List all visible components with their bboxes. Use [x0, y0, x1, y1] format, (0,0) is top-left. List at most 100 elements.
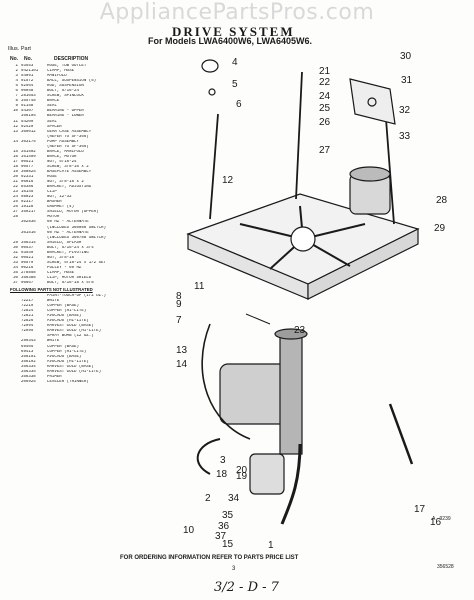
illus-no: 25: [13, 200, 18, 205]
illus-no: 4: [15, 79, 18, 84]
part-description: BEARING - UPPER: [47, 109, 84, 114]
part-no: 90537: [21, 245, 34, 250]
part-description: SCREW, SPINLOCK: [47, 94, 84, 99]
illus-no: 23: [13, 190, 18, 195]
callout-label: 26: [319, 117, 331, 128]
pivoting-bracket: [349, 78, 396, 125]
part-description: CLIP, MOTOR SHIELD: [47, 275, 92, 280]
part-no: 85386: [21, 185, 34, 190]
parts-row: (INCLUDES 360788 SWITCH): [6, 236, 184, 241]
watermark: AppliancePartsPros.com: [99, 0, 375, 25]
part-no: 92331: [21, 175, 34, 180]
part-no: 19128: [21, 205, 34, 210]
part-no: 93549: [21, 250, 34, 255]
part-no: 69413: [21, 349, 34, 354]
illus-no: 21: [13, 180, 18, 185]
part-description: BASEPLATE ASSEMBLY: [47, 169, 92, 174]
extra-parts-row: SPRAY BOMB (12 OZ.): [6, 334, 184, 339]
part-description: COPPER (HI-LITE): [47, 309, 87, 314]
illus-no: 7: [15, 94, 18, 99]
callout-label: 8: [176, 291, 182, 302]
motor-brace: [388, 403, 414, 465]
part-description: COPPER (BASE): [47, 304, 79, 309]
part-no: 356388: [21, 275, 36, 280]
callout-label: 28: [436, 195, 448, 206]
part-description: BEARING - LOWER: [47, 114, 84, 119]
part-description: HARVEST GOLD (BASE): [47, 324, 94, 329]
illus-no: 18: [13, 164, 18, 169]
callout-label: 22: [319, 77, 331, 88]
callout-label: 27: [319, 145, 331, 156]
illus-no: [6, 380, 21, 385]
part-no: 90048: [21, 89, 34, 94]
illus-no: 15: [13, 149, 18, 154]
part-description: PULLEY - 60 HZ: [47, 265, 82, 270]
callout-label: 31: [401, 75, 413, 86]
part-no: 72219: [21, 304, 34, 309]
callout-label: 17: [414, 504, 426, 515]
part-description: GEAR CASE ASSEMBLY: [47, 129, 92, 134]
part-description: SHIELD, MOTOR (UPPER): [47, 210, 99, 215]
part-no: 369012: [21, 129, 36, 134]
rod-bolt: [208, 88, 216, 96]
part-description: BOLT, 5/16-24 x 3/4: [47, 245, 94, 250]
col-header-part-no: No.: [24, 56, 33, 62]
part-description: MOTOR: [47, 215, 60, 220]
part-no: 72826: [21, 319, 34, 324]
part-description: AVOCADO (BASE): [47, 314, 82, 319]
part-description: BRACKET, PIVOTING: [47, 250, 89, 255]
part-no: 54307: [21, 109, 34, 114]
illus-no: 1: [15, 64, 18, 68]
part-no: 96016: [21, 180, 34, 185]
col-header-description: DESCRIPTION: [54, 56, 89, 62]
part-no: 360825: [21, 169, 36, 174]
part-description: SEAL: [47, 104, 57, 109]
part-description: SCREW, 3/8-16 x 2: [47, 164, 89, 169]
part-description: BOLT, 5/16-18 x 5/8: [47, 281, 94, 286]
callout-label: 35: [222, 510, 234, 521]
illus-no: 37: [13, 281, 18, 286]
part-description: HARVEST GOLD (HI-LITE): [47, 369, 102, 374]
part-no: 359217: [21, 210, 36, 215]
part-no: 363175: [21, 139, 36, 144]
callout-label: 6: [236, 99, 242, 110]
callout-label: 36: [218, 521, 230, 532]
part-description: SCREW, 5/16-24 x 1/2 SET: [47, 260, 106, 265]
figure-id: A - 9239: [432, 516, 451, 522]
illus-no: 10: [13, 109, 18, 114]
illus-part-header: Illus. Part: [8, 46, 31, 52]
part-description: NUT, 3/8-16 x 2: [47, 180, 84, 185]
model-subtitle: For Models LWA6400W6, LWA6405W6.: [148, 36, 313, 46]
part-no: 90579: [21, 260, 34, 265]
part-no: 91158: [21, 104, 34, 109]
callout-label: 5: [232, 79, 238, 90]
part-description: SHIELD, SPLASH: [47, 240, 82, 245]
motor-top: [349, 166, 391, 182]
part-no: 351499: [21, 154, 36, 159]
illus-no: 8: [15, 99, 18, 104]
part-no: 62564: [21, 84, 34, 89]
illus-no: 17: [13, 159, 18, 164]
part-description: (INCLUDES 360086 SWITCH): [47, 225, 106, 230]
